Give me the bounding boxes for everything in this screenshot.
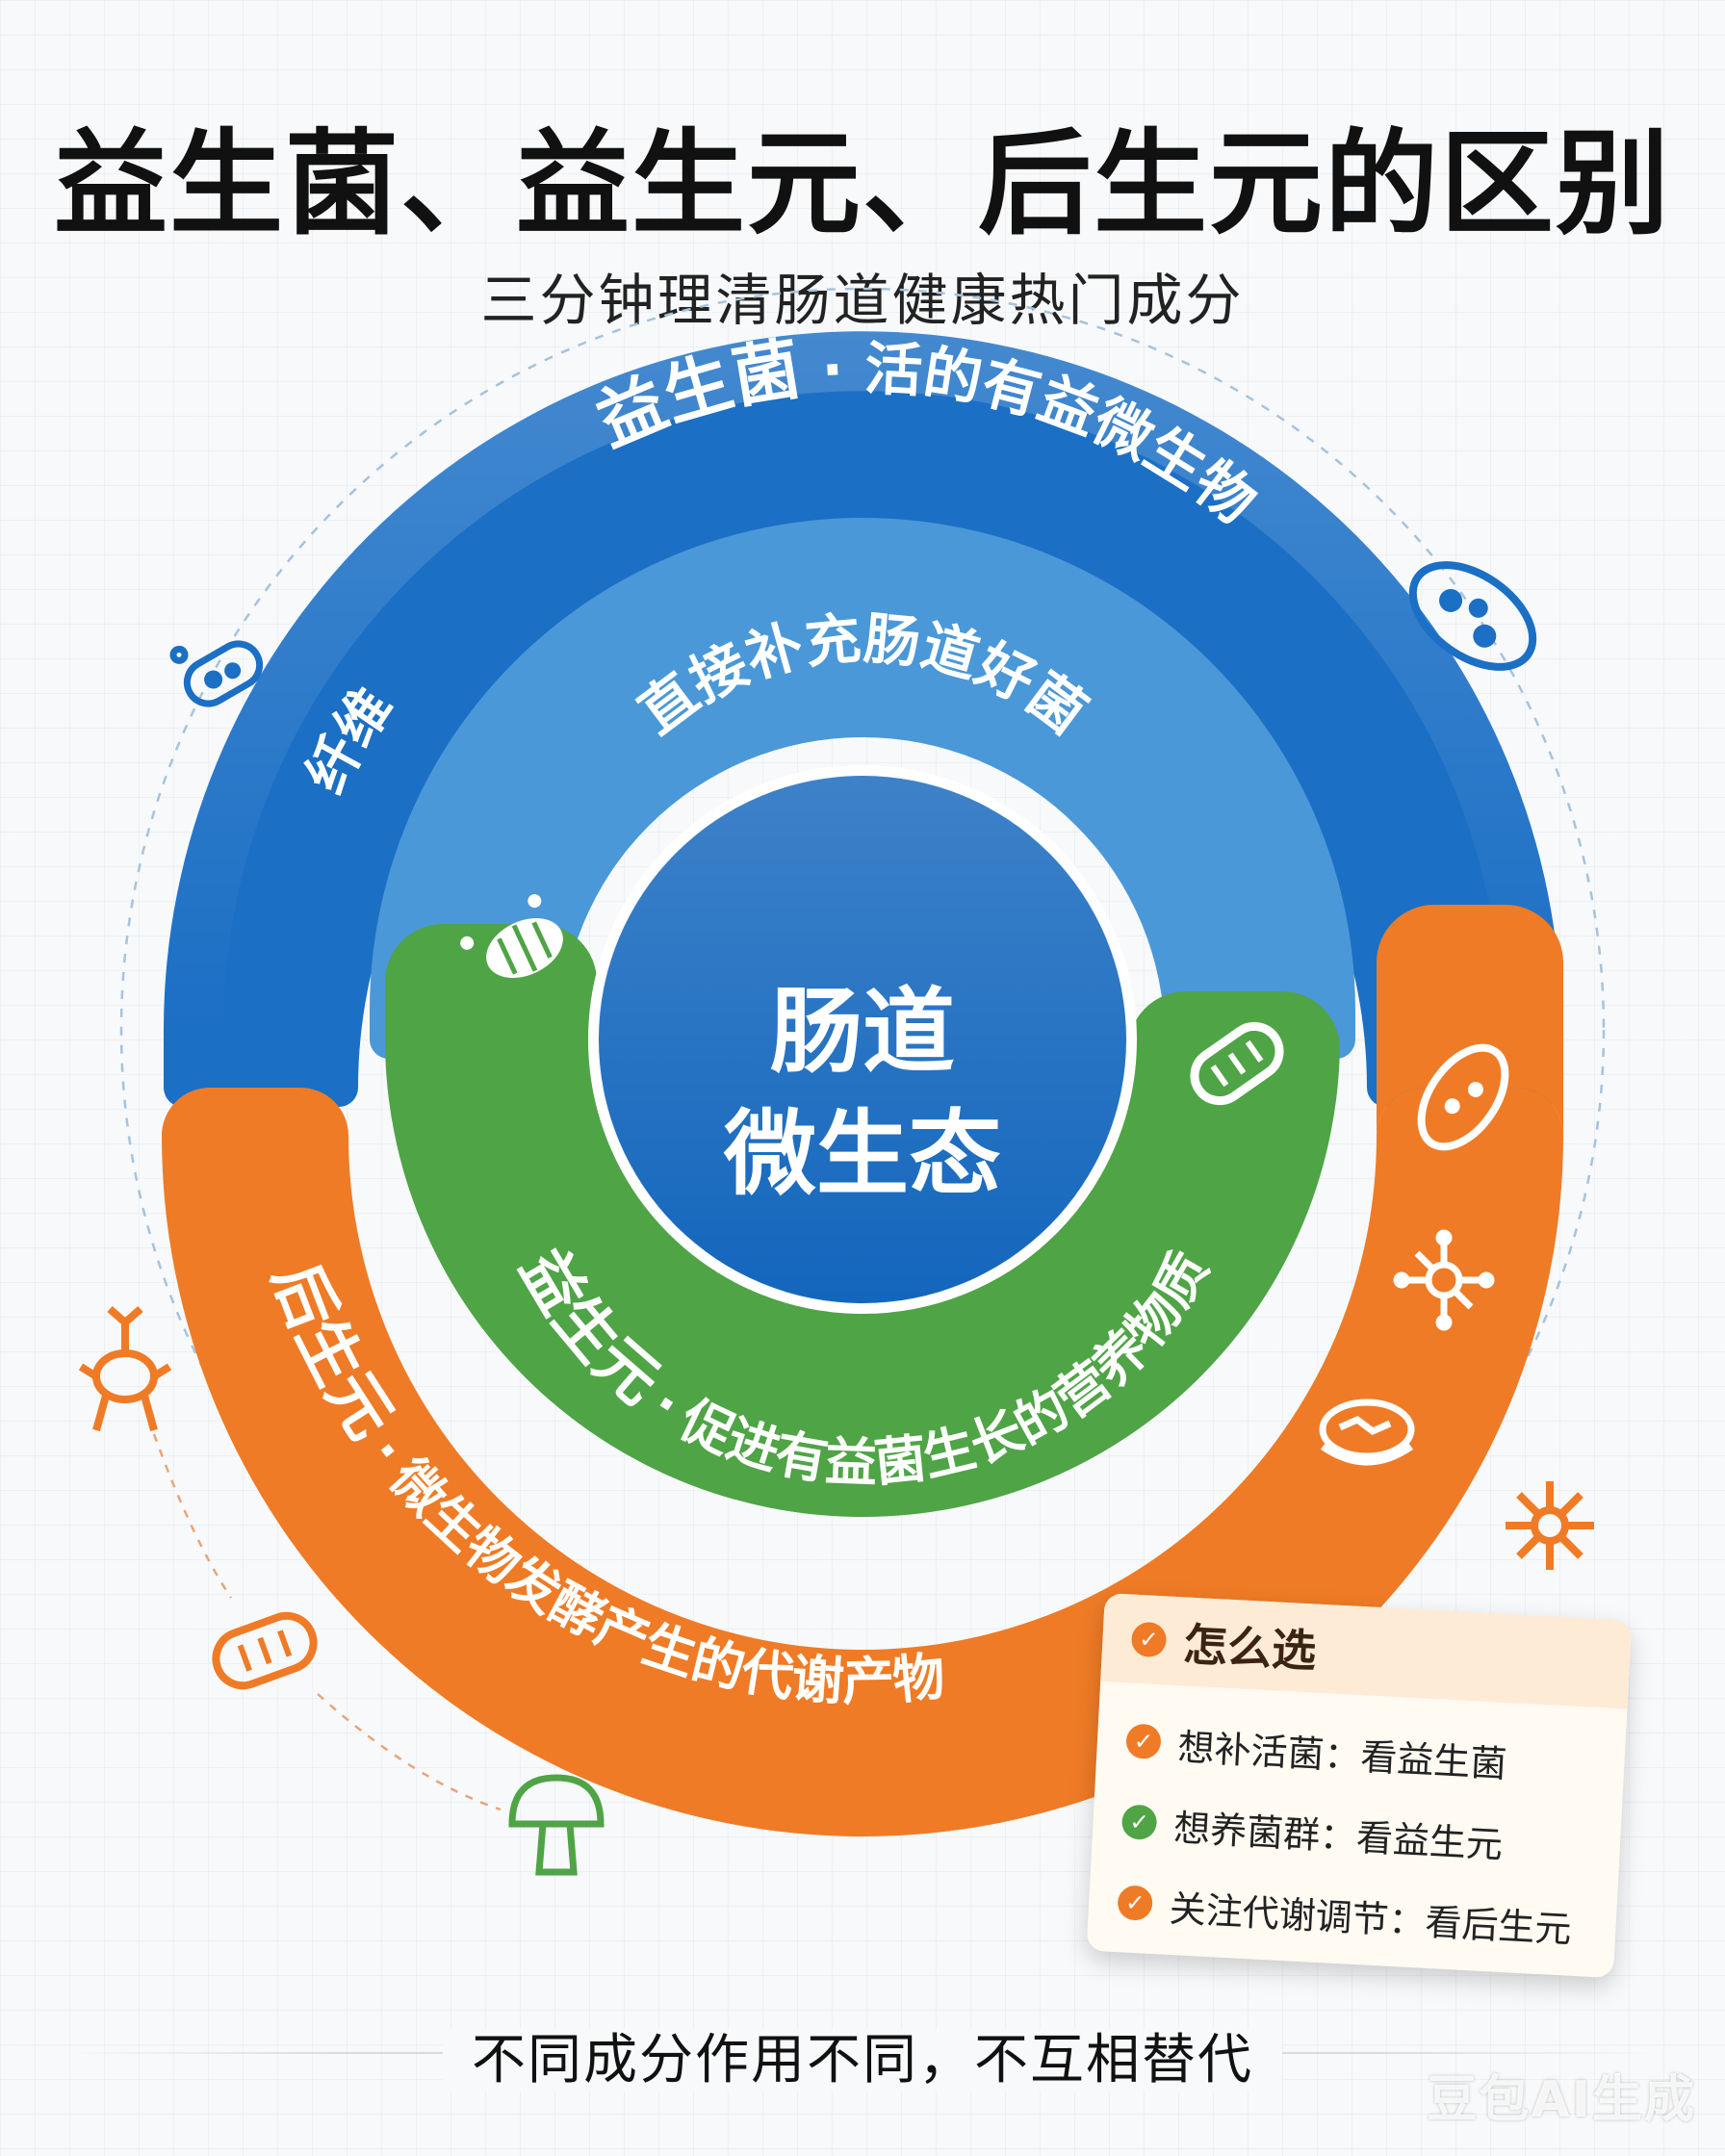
- footer-text: 不同成分作用不同，不互相替代: [443, 2029, 1282, 2092]
- capsule-bacterium-icon: [1190, 1021, 1284, 1106]
- list-item-text: 想补活菌：看益生菌: [1176, 1725, 1508, 1785]
- probiotics-band: [163, 331, 1562, 1108]
- checkmark-icon: ✓: [1130, 1621, 1168, 1658]
- how-to-choose-card: ✓ 怎么选 ✓ 想补活菌：看益生菌 ✓ 想养菌群：看益生元 ✓ 关注代谢调节：看…: [1086, 1593, 1633, 1979]
- prebiotics-band: [385, 924, 1340, 1517]
- virus-icon: [1393, 1229, 1495, 1331]
- bean-bacterium-icon: [1408, 561, 1537, 671]
- mushroom-icon: [508, 1774, 605, 1876]
- page-subtitle: 三分钟理清肠道健康热门成分: [480, 268, 1245, 333]
- checkmark-icon: ✓: [1120, 1804, 1158, 1841]
- rod-bacterium-icon: [212, 1611, 318, 1690]
- center-border: [588, 765, 1137, 1314]
- page-title: 益生菌、益生元、后生元的区别: [53, 117, 1671, 250]
- center-label-line2: 微生态: [723, 1100, 1001, 1208]
- star-virus-icon: [1506, 1481, 1594, 1570]
- checkmark-icon: ✓: [1125, 1723, 1162, 1760]
- card-list: ✓ 想补活菌：看益生菌 ✓ 想养菌群：看益生元 ✓ 关注代谢调节：看后生元: [1087, 1681, 1627, 1968]
- watermark: 豆包AI生成: [1427, 2071, 1696, 2129]
- layered-microbe-icon: [1319, 1399, 1415, 1466]
- card-title: 怎么选: [1181, 1618, 1318, 1678]
- footer: 不同成分作用不同，不互相替代: [0, 2016, 1725, 2094]
- list-item-text: 关注代谢调节：看后生元: [1168, 1886, 1573, 1951]
- worm-bacterium-icon: [460, 894, 563, 978]
- postbiotics-band-right-arm: [1377, 905, 1563, 1136]
- bean-microbe-icon: [1417, 1043, 1509, 1151]
- center-label-line1: 肠道: [770, 978, 955, 1086]
- bacterium-icon: [169, 640, 264, 707]
- dashed-orbit: [119, 287, 1606, 1773]
- probiotics-inner-band: [370, 518, 1355, 1059]
- list-item-text: 想养菌群：看益生元: [1172, 1806, 1505, 1866]
- phage-microbe-icon: [78, 1305, 172, 1432]
- checkmark-icon: ✓: [1117, 1885, 1154, 1921]
